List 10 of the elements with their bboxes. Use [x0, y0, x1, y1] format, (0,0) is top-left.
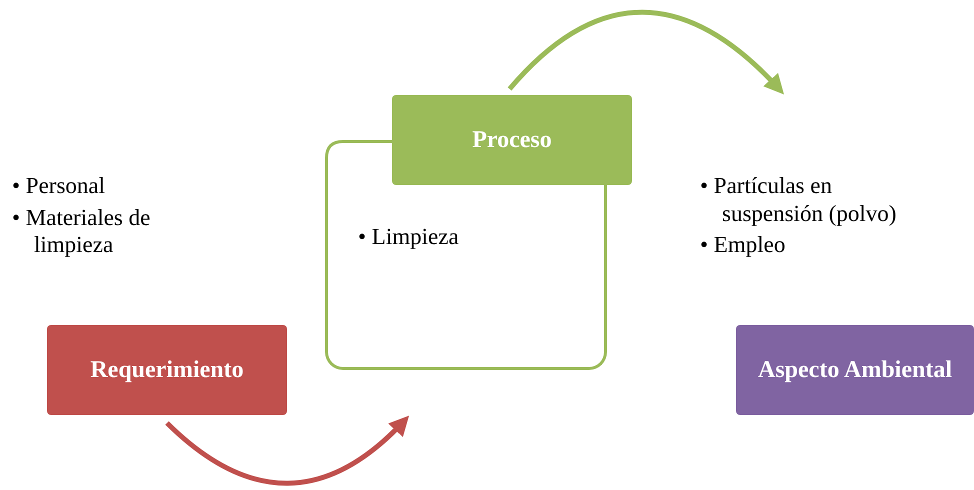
- step-box: Proceso: [392, 95, 632, 185]
- bullet-item: • Limpieza: [358, 223, 460, 251]
- step-box: Requerimiento: [47, 325, 287, 415]
- bullet-item: • Materiales de limpieza: [12, 204, 152, 259]
- curved-arrow: [508, 10, 784, 94]
- curved-arrow: [165, 416, 410, 486]
- bullet-item: • Empleo: [700, 231, 786, 259]
- bullet-item: • Partículas en suspensión (polvo): [700, 172, 898, 228]
- bullet-item: • Personal: [12, 172, 106, 200]
- step-box: Aspecto Ambiental: [736, 325, 974, 415]
